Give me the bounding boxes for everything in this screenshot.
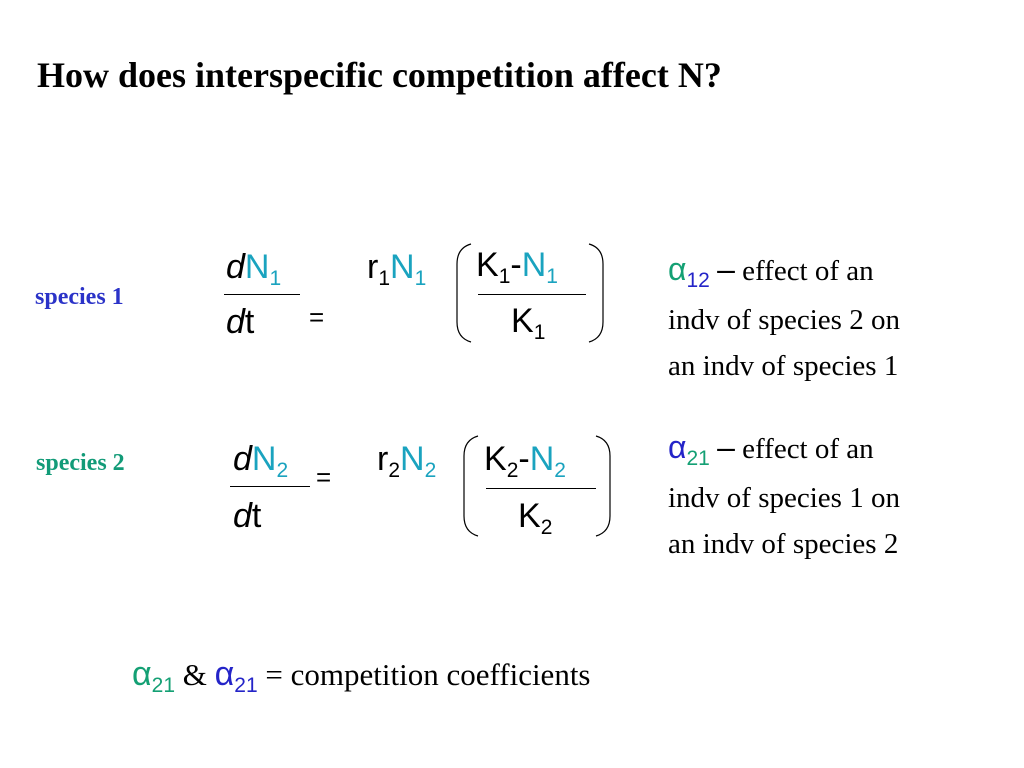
alpha12-text2: indv of species 2 on [668, 304, 900, 336]
eq1-N-top-sub: 1 [269, 267, 282, 290]
eq1-t-bot: t [244, 303, 255, 341]
eq2-N-sub: 2 [424, 459, 437, 482]
eq2-N-top-sub: 2 [276, 459, 289, 482]
footer-alpha2-sub: 21 [234, 674, 258, 697]
alpha21-definition: α21 – effect of an indv of species 1 on … [668, 424, 900, 567]
eq1-parentheses [456, 243, 604, 343]
eq1-equals: = [309, 302, 325, 332]
eq2-N2-sub: 2 [554, 459, 566, 482]
competition-coefficients-note: α21 & α21 = competition coefficients [132, 655, 591, 697]
eq1-inner-fraction-line [478, 294, 586, 295]
alpha21-sub: 21 [686, 447, 710, 470]
eq1-N-top: N [244, 248, 270, 286]
eq2-numerator: dN2 [233, 440, 289, 482]
eq2-inner-fraction-line [486, 488, 596, 489]
alpha21-text2: indv of species 1 on [668, 482, 900, 514]
eq2-denominator: dt [233, 497, 261, 536]
eq2-N2: N [529, 440, 555, 478]
eq1-N2-sub: 1 [546, 265, 558, 288]
eq1-N-sub: 1 [414, 267, 427, 290]
alpha21-line1: α21 – effect of an [668, 424, 900, 475]
eq2-K-sub: 2 [506, 459, 519, 482]
eq2-denominator-K: K2 [518, 497, 553, 539]
eq1-minus: - [510, 246, 522, 284]
eq1-K-sub: 1 [498, 265, 511, 288]
eq2-K-den-sub: 2 [540, 516, 553, 539]
eq2-N-top: N [251, 440, 277, 478]
eq1-N2: N [521, 246, 547, 284]
eq1-fraction-line [224, 294, 300, 295]
eq2-r: r [377, 440, 389, 478]
eq2-d-bot: d [233, 497, 252, 535]
eq1-r-sub: 1 [378, 267, 391, 290]
eq1-K-den: K [511, 302, 534, 340]
eq2-equals: = [316, 462, 332, 492]
alpha12-dash: – [717, 251, 735, 287]
footer-alpha1: α [132, 655, 152, 693]
slide-title: How does interspecific competition affec… [37, 55, 722, 95]
footer-ampersand: & [182, 657, 207, 692]
eq1-d-bot: d [226, 303, 245, 341]
species-2-label: species 2 [36, 450, 125, 476]
eq2-d-top: d [233, 440, 252, 478]
eq2-parentheses [463, 435, 611, 537]
footer-text: = competition coefficients [265, 657, 591, 692]
alpha12-line1: α12 – effect of an [668, 246, 900, 297]
eq2-fraction-line [230, 486, 310, 487]
eq2-K-den: K [518, 497, 541, 535]
eq1-N: N [390, 248, 415, 286]
eq1-K: K [476, 246, 499, 284]
eq2-t-bot: t [251, 497, 262, 535]
species-1-label: species 1 [35, 284, 124, 310]
eq1-d-top: d [226, 248, 245, 286]
alpha12-text3: an indv of species 1 [668, 350, 899, 382]
eq2-r-sub: 2 [388, 459, 401, 482]
alpha12-definition: α12 – effect of an indv of species 2 on … [668, 246, 900, 389]
eq2-N: N [400, 440, 425, 478]
alpha12-symbol: α [668, 251, 687, 287]
eq1-denominator-K: K1 [511, 302, 546, 344]
alpha12-text1: effect of an [742, 255, 874, 287]
footer-alpha2: α [214, 655, 235, 693]
alpha21-dash: – [717, 429, 735, 465]
alpha21-text3: an indv of species 2 [668, 528, 899, 560]
eq1-r: r [367, 248, 379, 286]
alpha12-sub: 12 [686, 269, 710, 292]
eq1-numerator-K-N: K1-N1 [476, 246, 558, 288]
alpha21-symbol: α [668, 429, 687, 465]
eq2-numerator-K-N: K2-N2 [484, 440, 566, 482]
eq1-denominator: dt [226, 303, 254, 342]
alpha21-text1: effect of an [742, 433, 874, 465]
eq1-numerator: dN1 [226, 248, 282, 290]
eq1-K-den-sub: 1 [533, 321, 546, 344]
eq2-K: K [484, 440, 507, 478]
eq2-rN: r2N2 [377, 440, 437, 482]
eq1-rN: r1N1 [367, 248, 427, 290]
eq2-minus: - [518, 440, 530, 478]
footer-alpha1-sub: 21 [151, 674, 176, 697]
